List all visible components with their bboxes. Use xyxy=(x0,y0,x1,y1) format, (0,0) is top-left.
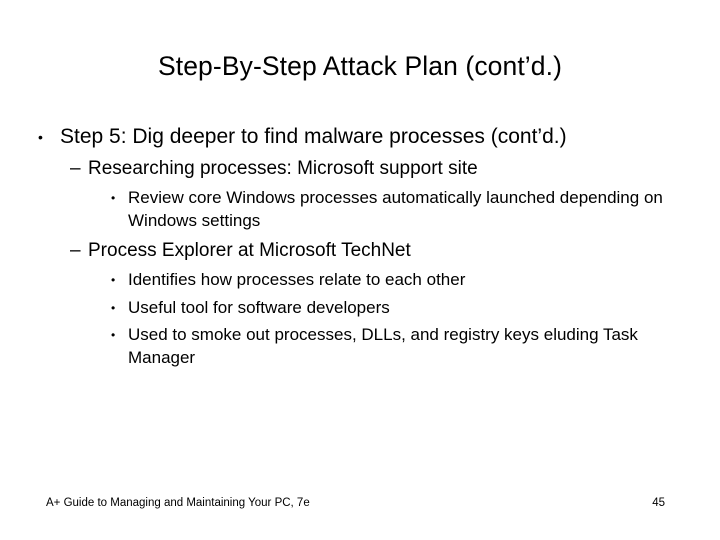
bullet-marker-dash: – xyxy=(70,240,81,261)
bullet-marker-disc: • xyxy=(38,129,43,145)
bullet-level3: • Useful tool for software developers xyxy=(30,297,690,320)
bullet-text: Researching processes: Microsoft support… xyxy=(88,158,478,179)
slide-page-number: 45 xyxy=(652,497,665,509)
bullet-text: Review core Windows processes automatica… xyxy=(128,188,663,230)
bullet-text: Used to smoke out processes, DLLs, and r… xyxy=(128,325,638,367)
bullet-marker-disc: • xyxy=(111,191,116,205)
bullet-level1: • Step 5: Dig deeper to find malware pro… xyxy=(30,124,690,150)
bullet-level3: • Used to smoke out processes, DLLs, and… xyxy=(30,324,690,369)
bullet-marker-disc: • xyxy=(111,328,116,342)
bullet-text: Step 5: Dig deeper to find malware proce… xyxy=(60,125,567,148)
bullet-marker-disc: • xyxy=(111,273,116,287)
bullet-level2: – Process Explorer at Microsoft TechNet xyxy=(30,238,690,263)
bullet-marker-disc: • xyxy=(111,300,116,315)
bullet-level3: • Identifies how processes relate to eac… xyxy=(30,269,690,292)
bullet-text: Identifies how processes relate to each … xyxy=(128,270,466,289)
bullet-text: Useful tool for software developers xyxy=(128,297,390,317)
bullet-level3: • Review core Windows processes automati… xyxy=(30,187,690,232)
footer-source-text: A+ Guide to Managing and Maintaining You… xyxy=(46,497,310,509)
bullet-text: Process Explorer at Microsoft TechNet xyxy=(88,240,411,261)
slide-title: Step-By-Step Attack Plan (cont’d.) xyxy=(157,51,563,81)
bullet-level2: – Researching processes: Microsoft suppo… xyxy=(30,156,690,181)
bullet-marker-dash: – xyxy=(70,158,81,179)
slide-body: • Step 5: Dig deeper to find malware pro… xyxy=(30,124,690,369)
